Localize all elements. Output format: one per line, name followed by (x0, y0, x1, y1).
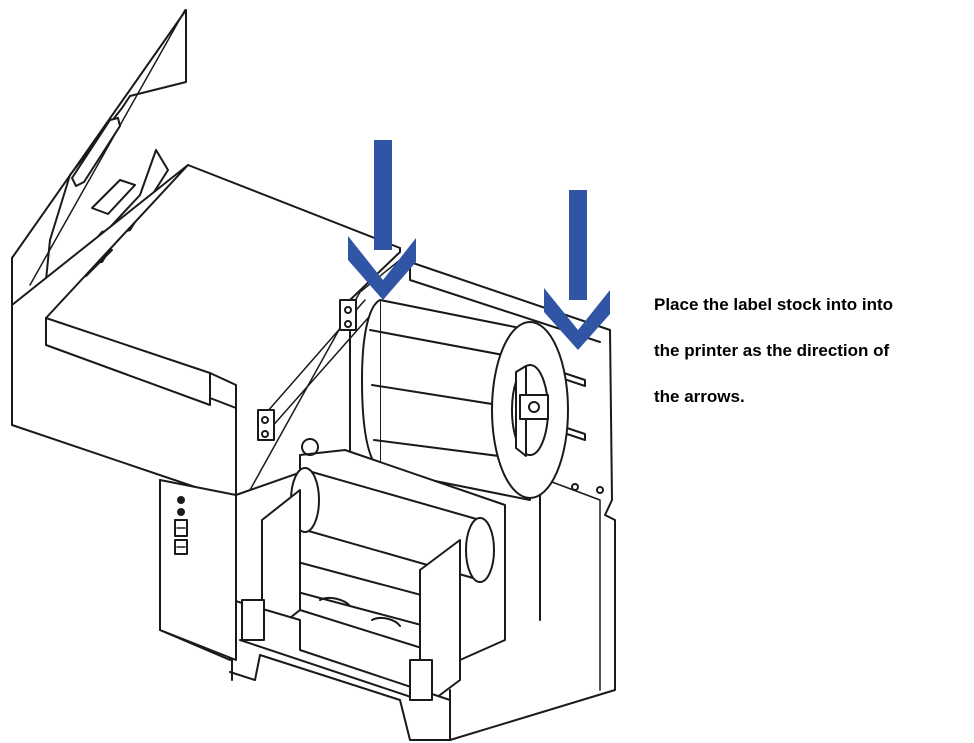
instruction-line: the printer as the direction of (654, 341, 890, 360)
ribbon-mechanism (261, 438, 506, 711)
side-panel (11, 164, 401, 496)
control-panel (159, 479, 237, 661)
label-roll (361, 299, 569, 501)
inner-frame (235, 247, 401, 496)
down-arrow-icon (544, 190, 610, 350)
instruction-line: Place the label stock into into (654, 295, 893, 314)
instruction-text: Place the label stock into into the prin… (654, 296, 972, 434)
instruction-line: the arrows. (654, 387, 745, 406)
printer-base (159, 479, 451, 741)
down-arrow-icon (348, 140, 416, 300)
